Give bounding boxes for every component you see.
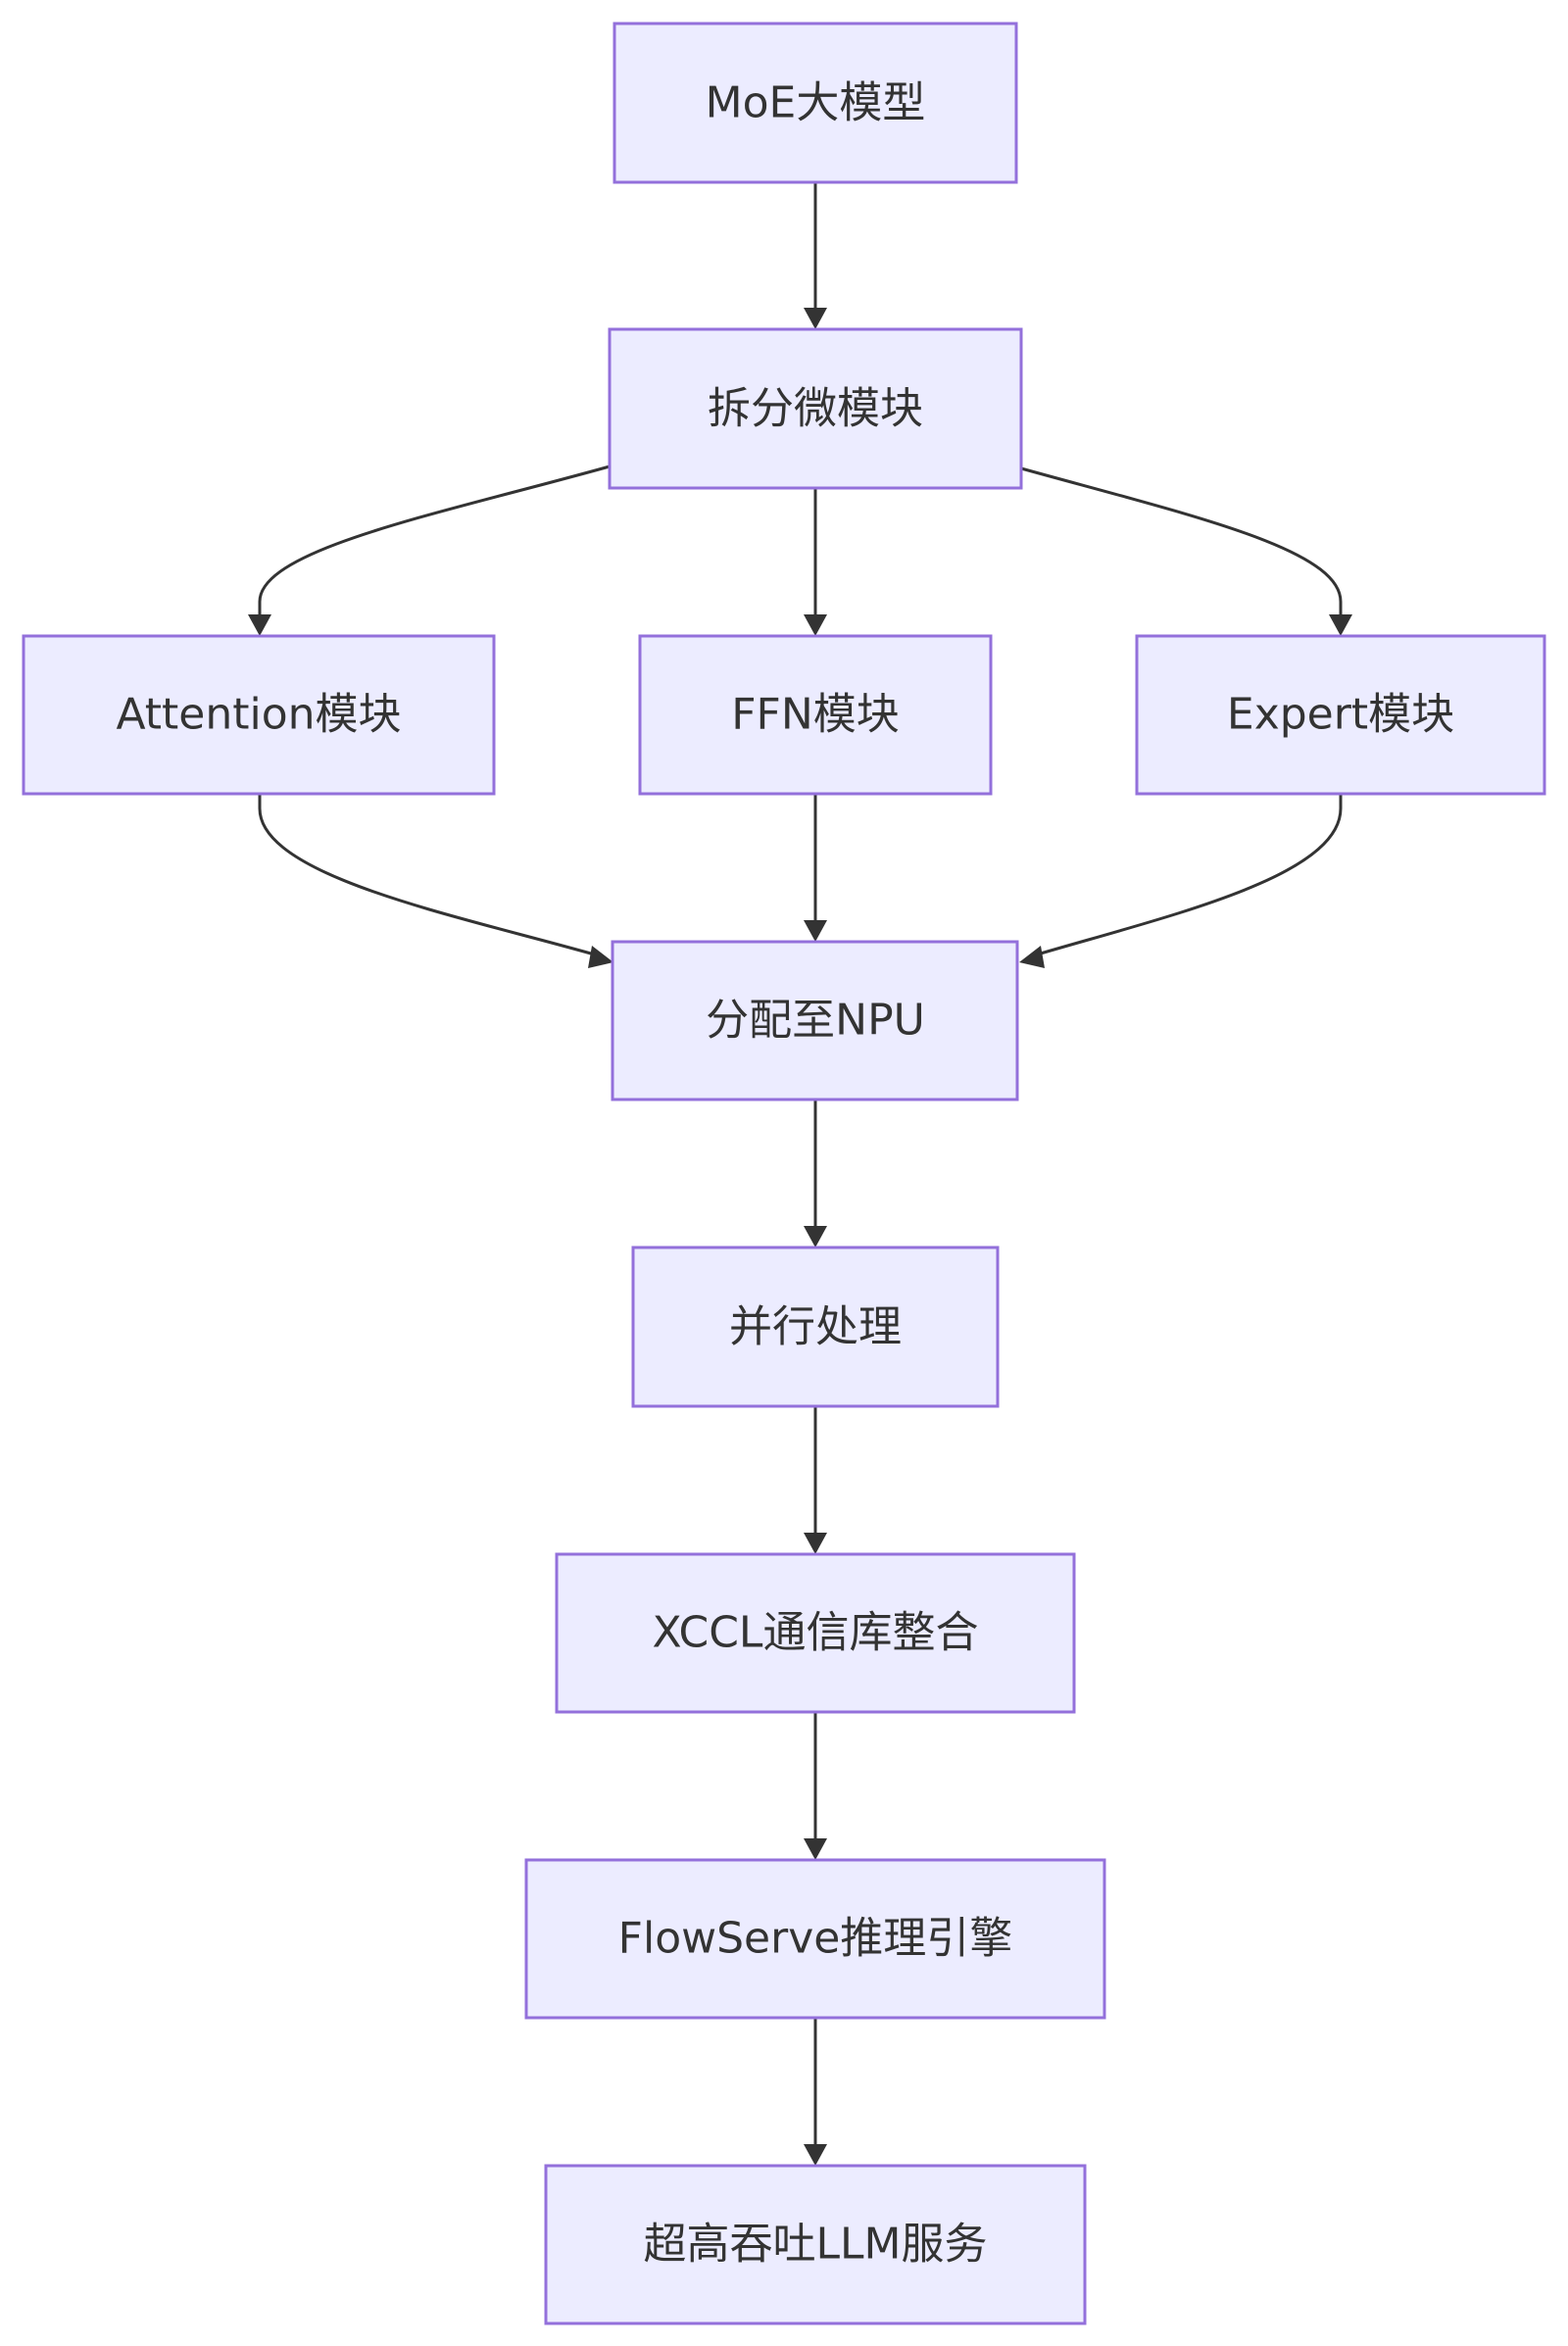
arrowhead-llm — [804, 2144, 827, 2166]
arrowhead-ffn — [804, 614, 827, 636]
edges — [248, 183, 1352, 2166]
node-label-moe-model: MoE大模型 — [706, 78, 926, 128]
arrowhead-attention — [248, 614, 271, 636]
node-label-split-modules: 拆分微模块 — [708, 384, 923, 434]
node-llm-service: 超高吞吐LLM服务 — [544, 2164, 1087, 2325]
edge-split-to-expert — [1020, 466, 1343, 617]
arrowhead-xccl — [804, 1533, 827, 1554]
node-label-ffn-module: FFN模块 — [731, 690, 900, 740]
node-label-attention-module: Attention模块 — [116, 690, 401, 740]
node-label-assign-npu: 分配至NPU — [706, 996, 925, 1046]
arrowhead-npu-right — [1019, 946, 1045, 968]
arrowhead-npu-center — [804, 920, 827, 942]
arrowhead-split — [804, 308, 827, 329]
edge-attention-to-npu — [258, 794, 599, 957]
node-split-modules: 拆分微模块 — [608, 327, 1023, 490]
node-label-xccl-integration: XCCL通信库整合 — [653, 1608, 979, 1658]
node-xccl-integration: XCCL通信库整合 — [555, 1552, 1076, 1714]
arrowhead-expert — [1329, 614, 1352, 636]
node-assign-npu: 分配至NPU — [611, 940, 1019, 1101]
node-label-parallel-processing: 并行处理 — [729, 1302, 902, 1352]
node-moe-model: MoE大模型 — [612, 22, 1018, 184]
node-ffn-module: FFN模块 — [638, 634, 993, 796]
node-flowserve-engine: FlowServe推理引擎 — [524, 1858, 1106, 2020]
node-label-expert-module: Expert模块 — [1227, 690, 1454, 740]
arrowhead-parallel — [804, 1226, 827, 1247]
arrowhead-npu-left — [588, 946, 613, 968]
node-label-llm-service: 超高吞吐LLM服务 — [644, 2220, 988, 2270]
node-label-flowserve-engine: FlowServe推理引擎 — [618, 1914, 1013, 1964]
edge-expert-to-npu — [1033, 794, 1343, 957]
node-parallel-processing: 并行处理 — [631, 1246, 1000, 1408]
node-attention-module: Attention模块 — [22, 634, 496, 796]
arrowhead-flowserve — [804, 1838, 827, 1860]
node-expert-module: Expert模块 — [1135, 634, 1546, 796]
edge-split-to-attention — [258, 464, 611, 617]
